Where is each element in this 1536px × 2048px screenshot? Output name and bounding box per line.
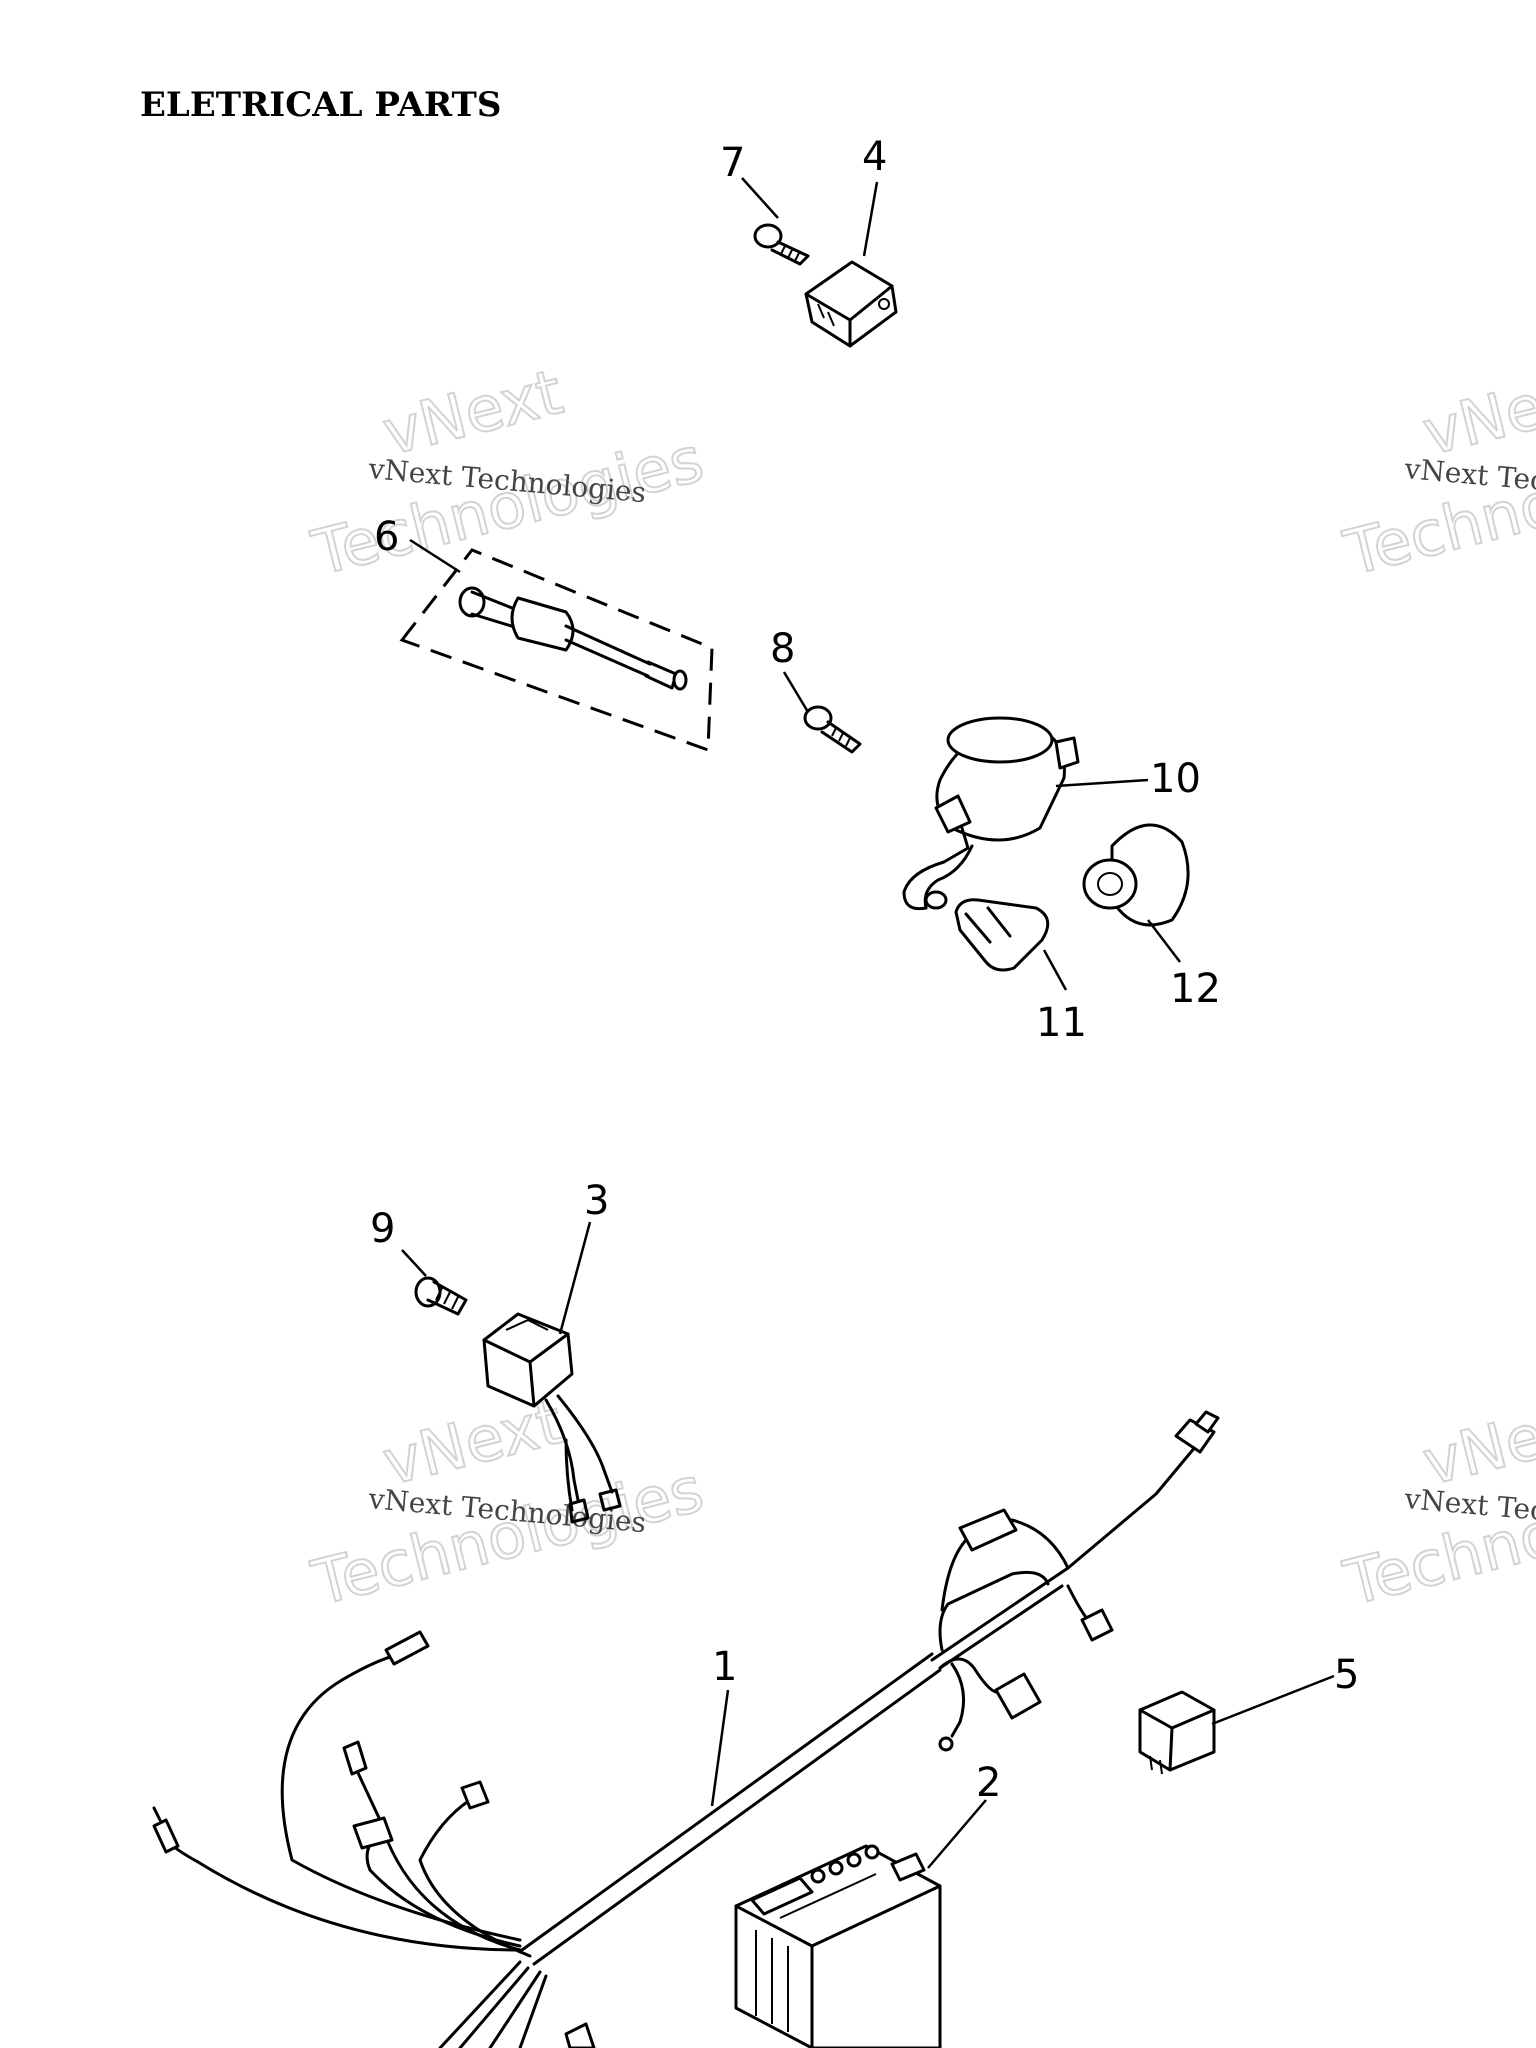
watermark-lower-left: vNext Technologies vNext Technologies xyxy=(304,1384,711,1621)
callout-2: 2 xyxy=(976,1760,1001,1806)
watermark-upper-left: vNext Technologies vNext Technologies xyxy=(304,354,711,591)
callout-4: 4 xyxy=(862,134,887,180)
part-8-screw xyxy=(803,705,862,754)
callout-6: 6 xyxy=(374,514,399,560)
callout-12: 12 xyxy=(1170,966,1221,1012)
watermark-lower-right: vNext Technologies vNext Technologies xyxy=(1336,1384,1536,1621)
part-2-battery xyxy=(734,1844,942,2048)
watermark-big-word1: vNext xyxy=(1416,355,1536,470)
callout-8: 8 xyxy=(770,626,795,672)
diagram-title: ELETRICAL PARTS xyxy=(140,85,501,125)
callout-10: 10 xyxy=(1150,756,1201,802)
callout-numbers: 7 4 6 8 10 11 12 9 3 1 2 5 xyxy=(370,134,1359,1806)
part-6-kit xyxy=(399,548,714,753)
callout-3: 3 xyxy=(584,1178,609,1224)
leader-lines xyxy=(401,177,1335,1869)
watermark-upper-right: vNext Technologies vNext Technologies xyxy=(1336,354,1536,591)
part-4-relay xyxy=(804,260,898,348)
part-3-cdi-unit xyxy=(482,1312,622,1524)
watermark-big-word1: vNext xyxy=(1416,1385,1536,1500)
callout-7: 7 xyxy=(720,140,745,186)
callout-1: 1 xyxy=(712,1644,737,1690)
part-12-boot xyxy=(1082,823,1190,927)
part-9-bolt xyxy=(414,1276,468,1316)
part-10-ignition-coil xyxy=(902,716,1080,911)
part-1-wire-harness xyxy=(152,1410,1220,2048)
watermark-big-word1: vNext xyxy=(376,355,569,470)
part-5-relay xyxy=(1138,1690,1216,1775)
part-11-plug-cap xyxy=(954,898,1050,972)
watermark-big-word2: Technologies xyxy=(305,1452,710,1619)
callout-11: 11 xyxy=(1036,1000,1087,1046)
callout-9: 9 xyxy=(370,1206,395,1252)
callout-5: 5 xyxy=(1334,1652,1359,1698)
part-7-screw xyxy=(753,223,810,266)
